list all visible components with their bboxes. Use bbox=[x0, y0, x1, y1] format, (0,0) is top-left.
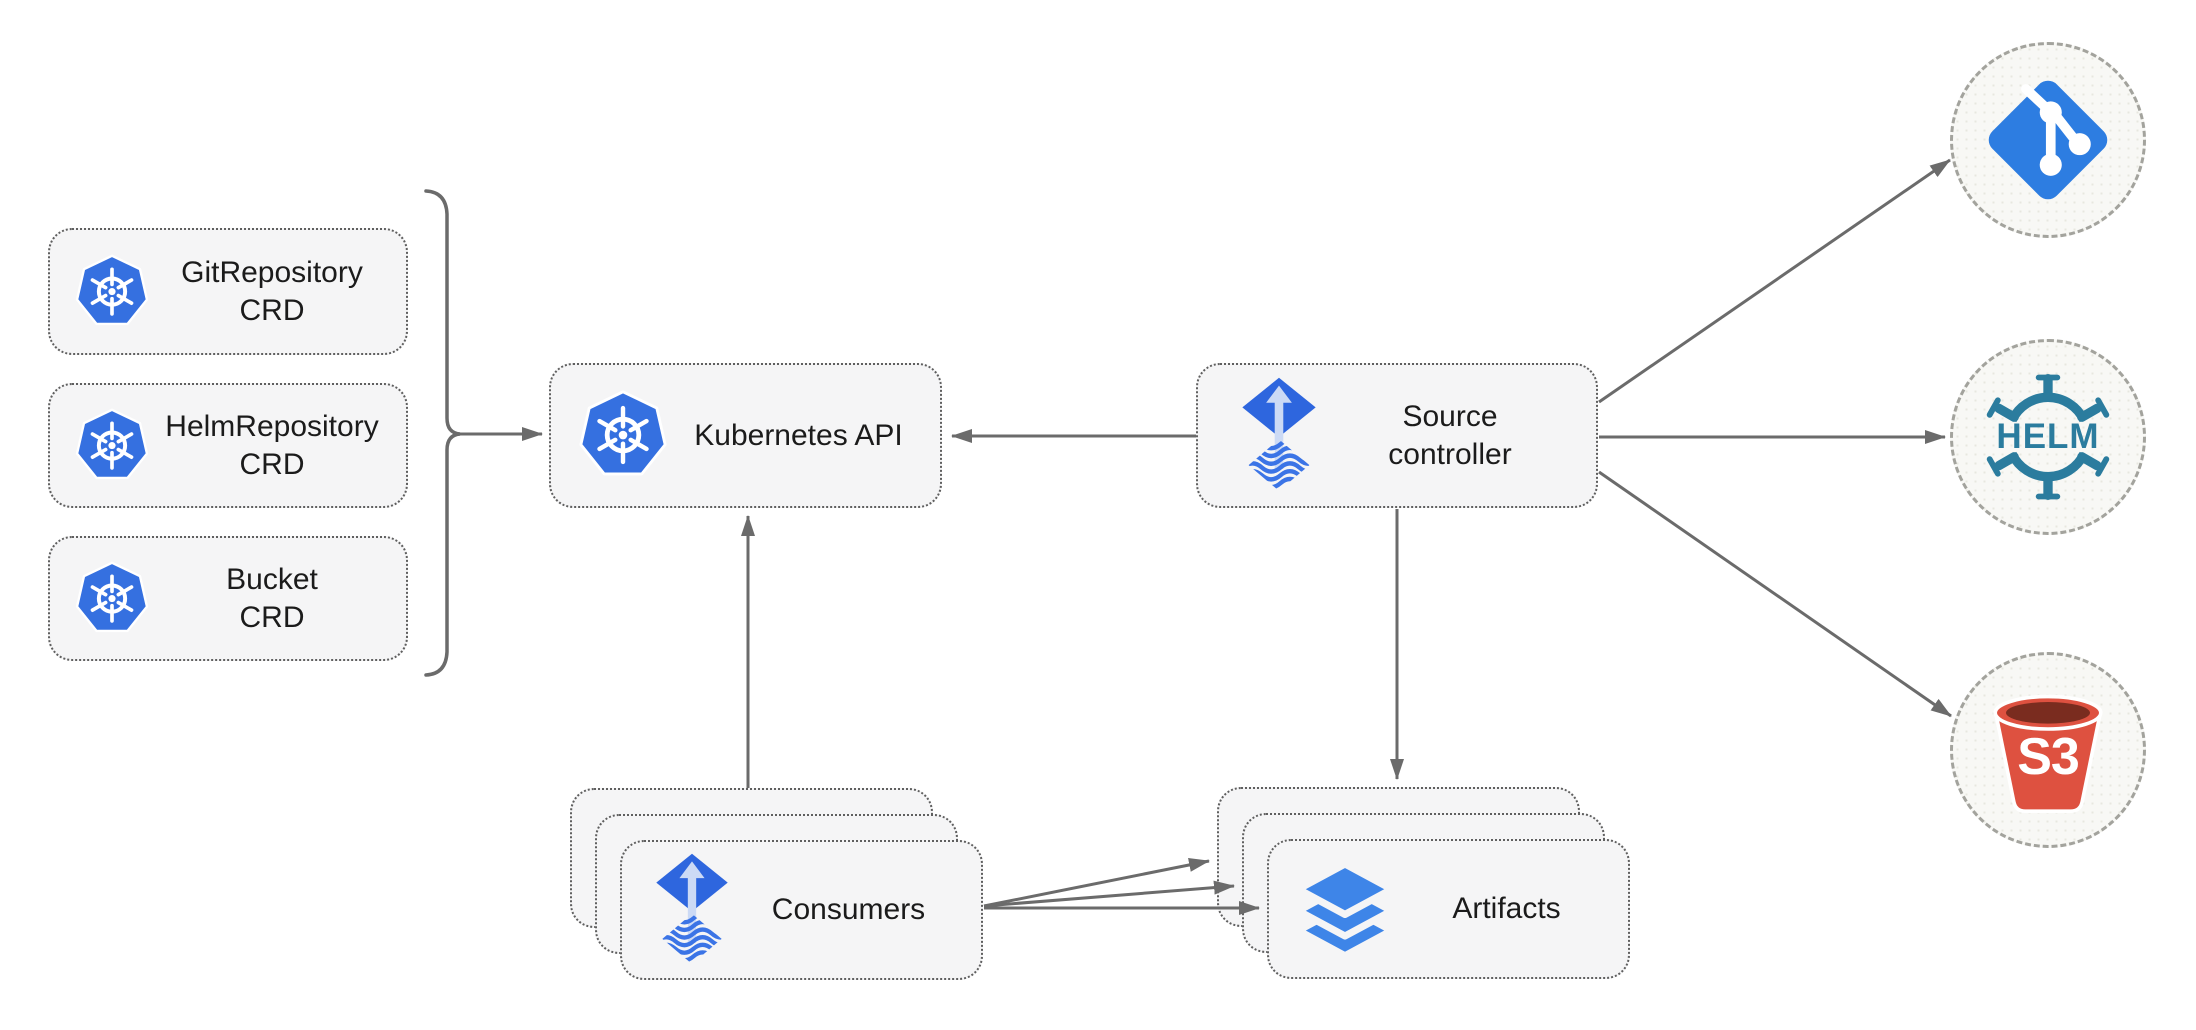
arrow-source-controller-to-git bbox=[1598, 158, 1951, 404]
crd-label-helmrepository: HelmRepository CRD bbox=[165, 410, 379, 481]
helm-source-circle: HELM bbox=[1950, 339, 2146, 535]
kubernetes-icon bbox=[72, 251, 152, 333]
kubernetes-api-box: Kubernetes API bbox=[549, 363, 942, 508]
flux-icon bbox=[654, 853, 730, 967]
source-controller-label: Source controller bbox=[1388, 400, 1512, 471]
kubernetes-api-label: Kubernetes API bbox=[694, 418, 903, 452]
crd-group-bracket bbox=[424, 189, 461, 677]
arrow-source-controller-to-s3 bbox=[1598, 470, 1952, 718]
artifacts-box: Artifacts bbox=[1267, 839, 1630, 979]
layers-icon bbox=[1291, 855, 1399, 963]
helm-icon: HELM bbox=[1978, 367, 2118, 507]
crd-label-gitrepository: GitRepository CRD bbox=[181, 256, 363, 327]
git-icon bbox=[1979, 71, 2117, 209]
kubernetes-icon bbox=[575, 386, 671, 485]
arrow-consumers-to-artifacts-1 bbox=[983, 858, 1210, 908]
artifacts-label: Artifacts bbox=[1452, 892, 1561, 926]
crd-box-helmrepository: HelmRepository CRD bbox=[48, 383, 408, 508]
flux-icon bbox=[1240, 377, 1318, 494]
crd-box-gitrepository: GitRepository CRD bbox=[48, 228, 408, 355]
s3-bucket-icon: S3 bbox=[1976, 678, 2120, 822]
s3-source-circle: S3 bbox=[1950, 652, 2146, 848]
kubernetes-icon bbox=[72, 558, 152, 640]
arrow-consumers-to-artifacts-2 bbox=[983, 880, 1235, 908]
kubernetes-icon bbox=[72, 405, 152, 487]
consumers-box: Consumers bbox=[620, 840, 983, 980]
crd-label-bucket: Bucket CRD bbox=[226, 563, 318, 634]
consumers-label: Consumers bbox=[771, 893, 926, 927]
git-source-circle bbox=[1950, 42, 2146, 238]
crd-box-bucket: Bucket CRD bbox=[48, 536, 408, 661]
s3-logo-text: S3 bbox=[2017, 728, 2080, 786]
helm-logo-text: HELM bbox=[1996, 417, 2100, 456]
source-controller-box: Source controller bbox=[1196, 363, 1598, 508]
